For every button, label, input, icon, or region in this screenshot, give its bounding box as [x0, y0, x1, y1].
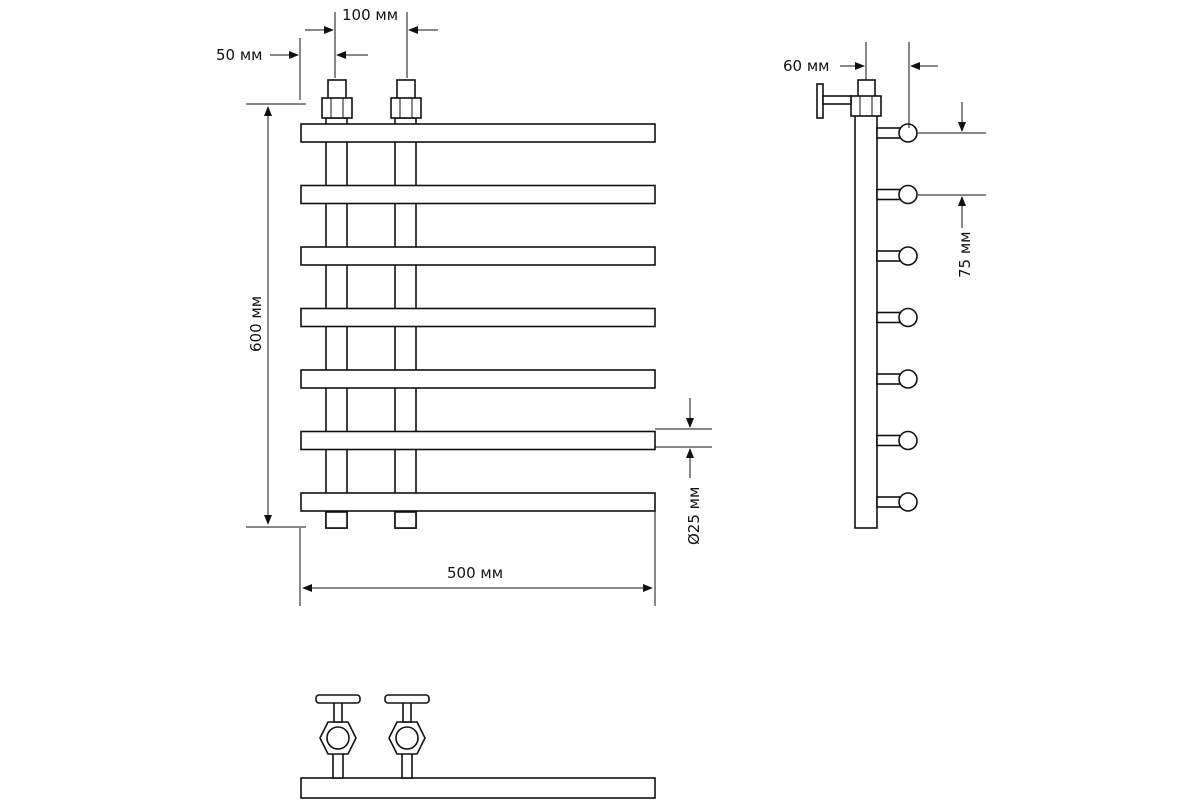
dim-bar-pitch: 75 мм [956, 232, 974, 279]
bar-1 [300, 123, 656, 143]
top-view-bar [300, 777, 656, 799]
left-bottom-cap [325, 511, 348, 529]
right-valve-top [384, 694, 430, 779]
dim-pipe-diameter: Ø25 мм [685, 487, 703, 545]
bar-end-5 [876, 369, 918, 389]
dim-width: 500 мм [447, 564, 503, 582]
side-valve-handle [816, 83, 824, 119]
dim-side-offset: 60 мм [783, 57, 830, 75]
bar-end-3 [876, 246, 918, 266]
bar-end-4 [876, 307, 918, 328]
dim-height: 600 мм [247, 296, 265, 352]
left-valve-top [315, 694, 361, 779]
bar-end-6 [876, 430, 918, 451]
bar-4 [300, 307, 656, 328]
dim-pipe-spacing: 100 мм [342, 6, 398, 24]
bar-end-1 [876, 123, 918, 143]
bar-3 [300, 246, 656, 266]
front-view: 50 мм 100 мм 600 мм 500 мм Ø25 мм [216, 6, 712, 606]
side-riser [854, 103, 878, 529]
bar-end-7 [876, 492, 918, 512]
side-view: 60 мм 75 мм [783, 42, 986, 529]
left-top-fitting [321, 79, 353, 119]
horizontal-bars [300, 123, 656, 512]
right-bottom-cap [394, 511, 417, 529]
bar-2 [300, 184, 656, 205]
bar-ends [876, 123, 918, 512]
top-view [300, 694, 656, 799]
bar-7 [300, 492, 656, 512]
bar-5 [300, 369, 656, 389]
dim-top-offset: 50 мм [216, 46, 263, 64]
right-top-fitting [390, 79, 422, 119]
bar-end-2 [876, 184, 918, 205]
bar-6 [300, 430, 656, 451]
